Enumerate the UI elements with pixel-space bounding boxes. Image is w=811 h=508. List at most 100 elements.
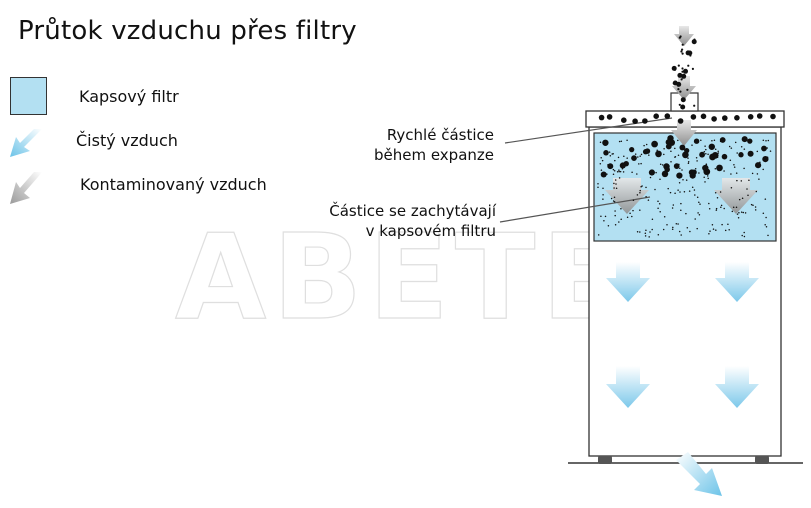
particle-dot — [736, 152, 738, 154]
particle-dot — [601, 172, 604, 175]
particle-dot — [700, 153, 703, 155]
particle-dot — [719, 140, 722, 143]
particle-dot — [641, 185, 643, 187]
particle-dot — [715, 207, 718, 210]
particle-dot — [717, 152, 720, 154]
particle-dot — [714, 191, 717, 194]
particle-dot — [672, 80, 678, 86]
particle-dot — [756, 113, 763, 119]
particle-dot — [659, 163, 662, 166]
particle-dot — [648, 236, 650, 238]
particle-dot — [707, 177, 709, 180]
particle-dot — [657, 234, 660, 236]
particle-dot — [691, 39, 697, 45]
callout-line-captured — [499, 196, 651, 223]
particle-dot — [606, 114, 613, 120]
particle-dot — [680, 97, 686, 103]
particle-dot — [614, 159, 616, 162]
particle-dot — [657, 200, 659, 202]
particle-dot — [604, 215, 607, 218]
particle-dot — [762, 212, 765, 215]
particle-dot — [663, 148, 665, 150]
particle-dot — [666, 224, 668, 226]
particle-dot — [658, 203, 661, 205]
particle-dot — [708, 233, 710, 235]
callout-fast-particles-line2: během expanze — [373, 146, 494, 164]
particle-dot — [705, 153, 707, 155]
particle-dot — [645, 186, 647, 189]
particle-dot — [597, 186, 599, 189]
particle-dot — [666, 165, 669, 168]
particle-dot — [704, 181, 706, 183]
page-title: Průtok vzduchu přes filtry — [18, 16, 357, 46]
particle-dot — [741, 136, 748, 143]
particle-dot — [762, 168, 764, 171]
particle-dot — [663, 215, 666, 218]
particle-dot — [619, 162, 626, 169]
particle-dot — [682, 179, 684, 181]
particle-dot — [765, 225, 768, 228]
particle-dot — [631, 171, 633, 173]
particle-dot — [612, 168, 615, 171]
particle-dot — [664, 113, 671, 119]
particle-dot — [607, 224, 610, 227]
particle-dot — [764, 224, 766, 226]
particle-dot — [685, 212, 687, 215]
particle-dot — [671, 207, 674, 209]
particle-dot — [703, 176, 705, 179]
particle-dot — [613, 182, 615, 185]
particle-dot — [613, 170, 616, 172]
particle-dot — [608, 151, 611, 153]
legend-contaminated-air-label: Kontaminovaný vzduch — [80, 175, 267, 194]
particle-dot — [734, 115, 740, 121]
particle-dot — [636, 173, 638, 175]
particle-dot — [761, 145, 767, 152]
particle-dot — [687, 160, 690, 163]
particle-dot — [712, 228, 715, 230]
particle-dot — [673, 68, 677, 71]
particle-dot — [599, 141, 602, 144]
particle-dot — [676, 172, 683, 179]
particle-dot — [713, 139, 716, 142]
particle-dot — [704, 145, 706, 147]
particle-dot — [680, 78, 683, 81]
particle-dot — [767, 234, 769, 237]
particle-dot — [750, 203, 753, 206]
particle-dot — [697, 212, 699, 214]
particle-dot — [600, 171, 607, 178]
particle-dot — [700, 113, 707, 120]
particle-dot — [730, 147, 733, 149]
particle-dot — [614, 224, 617, 226]
particle-dot — [681, 169, 683, 171]
particle-dot — [714, 148, 717, 150]
particle-dot — [667, 187, 669, 190]
particle-dot — [700, 139, 702, 142]
particle-dot — [715, 209, 718, 211]
particle-dot — [684, 147, 690, 154]
particle-dot — [691, 144, 693, 146]
particle-dot — [620, 208, 622, 210]
particle-dot — [613, 187, 615, 189]
particle-dot — [730, 187, 733, 189]
particle-dot — [620, 140, 623, 142]
particle-dot — [682, 148, 685, 150]
particle-dot — [632, 118, 638, 124]
particle-dot — [746, 188, 748, 190]
particle-dot — [638, 163, 640, 165]
particle-dot — [665, 143, 672, 150]
particle-dot — [735, 206, 738, 208]
particle-dot — [755, 190, 758, 193]
callout-fast-particles: Rychlé částice během expanze — [364, 125, 494, 165]
particle-dot — [699, 203, 701, 205]
particle-dot — [698, 172, 700, 174]
particle-dot — [674, 147, 676, 150]
clean-arrow-upper-right — [715, 262, 759, 302]
particle-dot — [681, 67, 684, 70]
particle-dot — [727, 223, 729, 226]
particle-dot — [754, 206, 757, 208]
particle-dot — [721, 153, 728, 160]
particle-dot — [696, 196, 699, 199]
particle-dot — [677, 189, 679, 191]
particle-dot — [610, 197, 613, 200]
particle-dot — [673, 163, 680, 169]
